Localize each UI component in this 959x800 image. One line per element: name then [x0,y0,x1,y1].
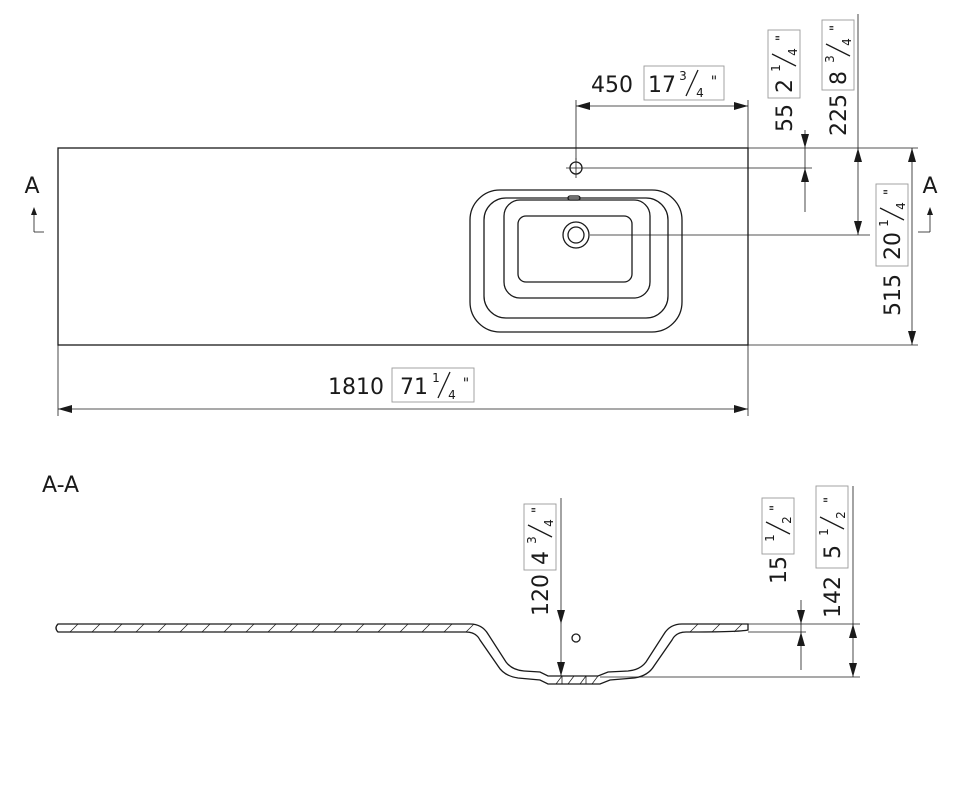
hatch-line [201,623,211,633]
svg-text:515: 515 [881,274,906,316]
svg-text:8: 8 [827,71,852,85]
hatch-line [689,623,699,633]
svg-text:1: 1 [817,528,831,536]
svg-text:": " [822,497,838,503]
hatch-line [579,675,587,685]
svg-text:4: 4 [894,202,908,210]
basin-outer-rim [469,189,683,333]
top-view: A A 450 17 3 4 " 1810 71 1 4 " [24,14,938,416]
svg-text:71: 71 [400,375,428,400]
svg-text:1: 1 [877,219,891,227]
section-profile [55,623,749,685]
hatch-line [421,623,431,633]
section-mark-right: A [922,174,937,199]
section-hatching [69,623,743,685]
svg-text:4: 4 [786,48,800,56]
svg-text:20: 20 [881,232,906,260]
hatch-line [567,675,575,685]
hatch-line [377,623,387,633]
section-title: A-A [42,473,79,498]
hatch-line [179,623,189,633]
svg-text:2: 2 [773,79,798,93]
svg-text:450: 450 [591,73,633,98]
hatch-line [591,675,599,685]
svg-text:3: 3 [679,69,687,83]
svg-text:2: 2 [780,516,794,524]
hatch-line [223,623,233,633]
hatch-line [113,623,123,633]
dim-label-15: 15 1 2 " [761,497,795,584]
dim-label-142: 142 5 1 2 " [815,485,849,618]
svg-text:1810: 1810 [328,375,384,400]
hatch-line [333,623,343,633]
section-mark-left: A [24,174,39,199]
hatch-line [555,675,563,685]
dim-label-1810: 1810 71 1 4 " [328,367,475,403]
svg-text:5: 5 [821,545,846,559]
basin-bowl [517,215,633,283]
svg-text:4: 4 [542,519,556,527]
svg-text:3: 3 [823,55,837,63]
svg-text:225: 225 [827,94,852,136]
svg-text:": " [768,505,784,511]
svg-text:2: 2 [834,511,848,519]
hatch-line [311,623,321,633]
hatch-line [245,623,255,633]
svg-text:": " [828,25,844,31]
dim-label-225: 225 8 3 4 " [821,19,855,136]
svg-text:4: 4 [840,38,854,46]
hatch-line [443,623,453,633]
countertop-outline [57,147,749,346]
svg-text:1: 1 [763,534,777,542]
svg-text:1: 1 [432,371,440,385]
svg-text:120: 120 [529,574,554,616]
drain-inner [567,226,585,244]
svg-text:": " [882,189,898,195]
svg-text:": " [774,35,790,41]
svg-text:4: 4 [448,388,456,402]
hatch-line [267,623,277,633]
svg-text:1: 1 [769,64,783,72]
drain-outer [562,221,590,249]
hatch-line [69,623,79,633]
hatch-line [157,623,167,633]
svg-text:": " [711,74,717,90]
svg-text:": " [530,507,546,513]
hatch-line [711,623,721,633]
hatch-line [733,623,743,633]
svg-text:": " [463,376,469,392]
hatch-line [289,623,299,633]
dim-label-55: 55 2 1 4 " [767,29,801,132]
hatch-line [91,623,101,633]
section-view: A-A 120 4 3 4 [42,473,860,685]
hatch-line [465,623,475,633]
dim-label-450: 450 17 3 4 " [591,65,725,101]
svg-text:4: 4 [529,551,554,565]
hatch-line [355,623,365,633]
svg-text:17: 17 [648,73,676,98]
overflow-slot [567,195,581,201]
dim-label-120: 120 4 3 4 " [523,503,557,616]
svg-text:15: 15 [767,556,792,584]
svg-text:4: 4 [696,86,704,100]
overflow-hole [571,633,581,643]
hatch-line [399,623,409,633]
svg-text:3: 3 [525,536,539,544]
dim-label-515: 515 20 1 4 " [875,183,909,316]
svg-text:142: 142 [821,576,846,618]
basin-middle-rim [483,197,669,319]
hatch-line [135,623,145,633]
basin-inner-wall [503,199,651,299]
svg-text:55: 55 [773,104,798,132]
